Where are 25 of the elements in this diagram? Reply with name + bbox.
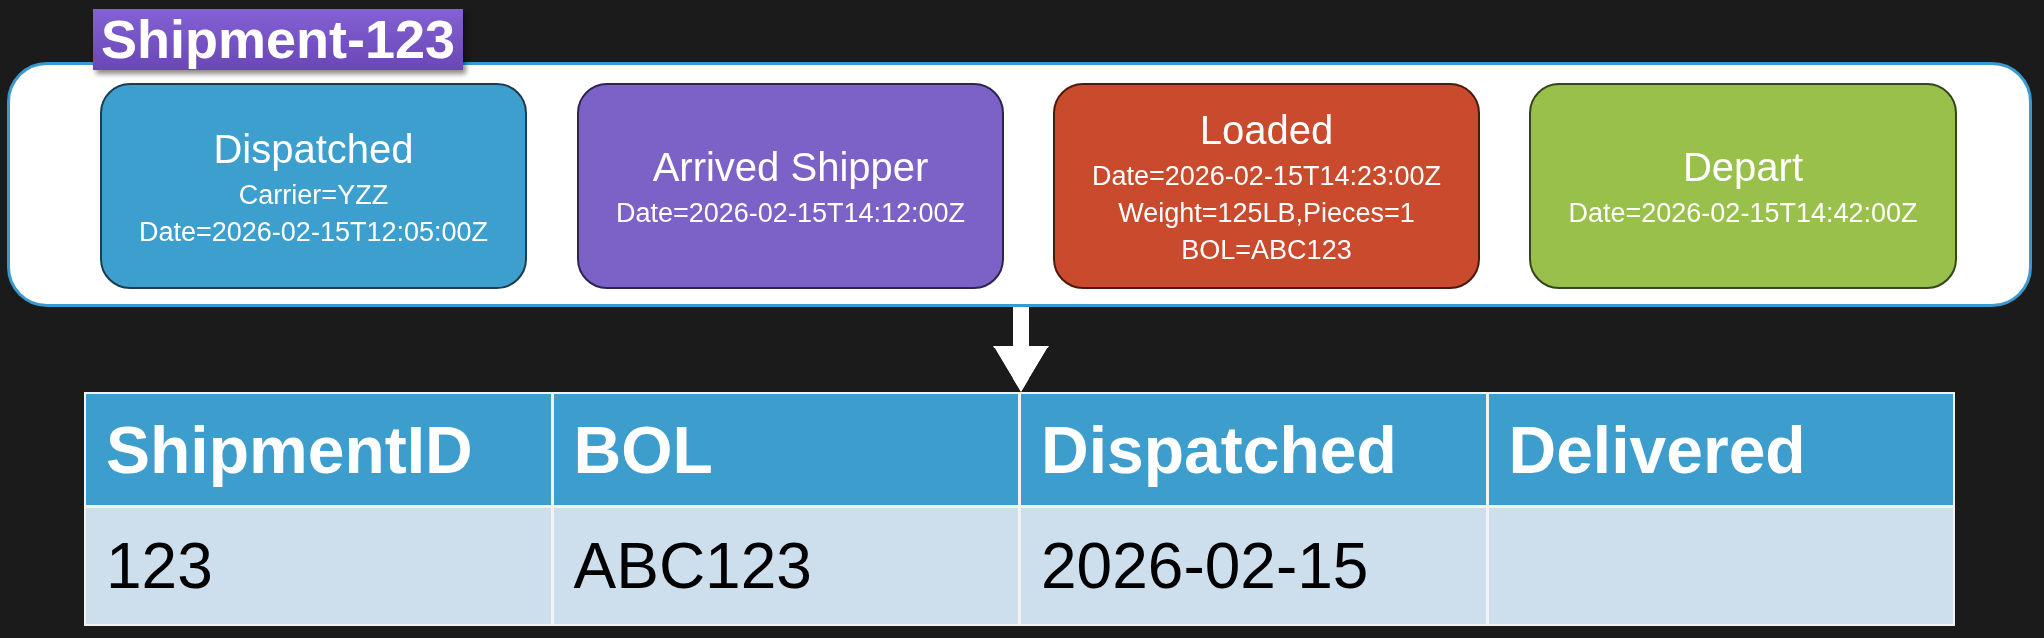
status-detail: Date=2026-02-15T14:42:00Z <box>1568 197 1918 230</box>
header-cell: Delivered <box>1488 394 1953 505</box>
header-cell: BOL <box>553 394 1018 505</box>
header-cell: Dispatched <box>1021 394 1486 505</box>
status-detail: Date=2026-02-15T12:05:00Z <box>139 215 488 249</box>
status-box <box>1529 83 1957 289</box>
status-title: Dispatched <box>213 125 414 173</box>
status-detail: Weight=125LB,Pieces=1 <box>1118 197 1415 230</box>
data-table <box>84 392 1955 626</box>
header-cell: ShipmentID <box>86 394 551 505</box>
status-title: Arrived Shipper <box>652 144 929 191</box>
status-title: Loaded <box>1199 107 1334 154</box>
status-box <box>100 83 527 289</box>
status-detail: Carrier=YZZ <box>238 178 389 212</box>
arrow <box>993 307 1049 392</box>
status-box <box>577 83 1004 289</box>
status-title: Depart <box>1682 144 1804 191</box>
status-box <box>1053 83 1480 289</box>
status-detail: Date=2026-02-15T14:12:00Z <box>616 197 965 230</box>
data-cell: ABC123 <box>553 508 1018 624</box>
data-cell: 2026-02-15 <box>1021 508 1486 624</box>
title-tag: Shipment-123 <box>93 9 464 70</box>
status-detail: BOL=ABC123 <box>1181 234 1352 267</box>
data-cell: 123 <box>86 508 551 624</box>
status-detail: Date=2026-02-15T14:23:00Z <box>1092 160 1441 193</box>
